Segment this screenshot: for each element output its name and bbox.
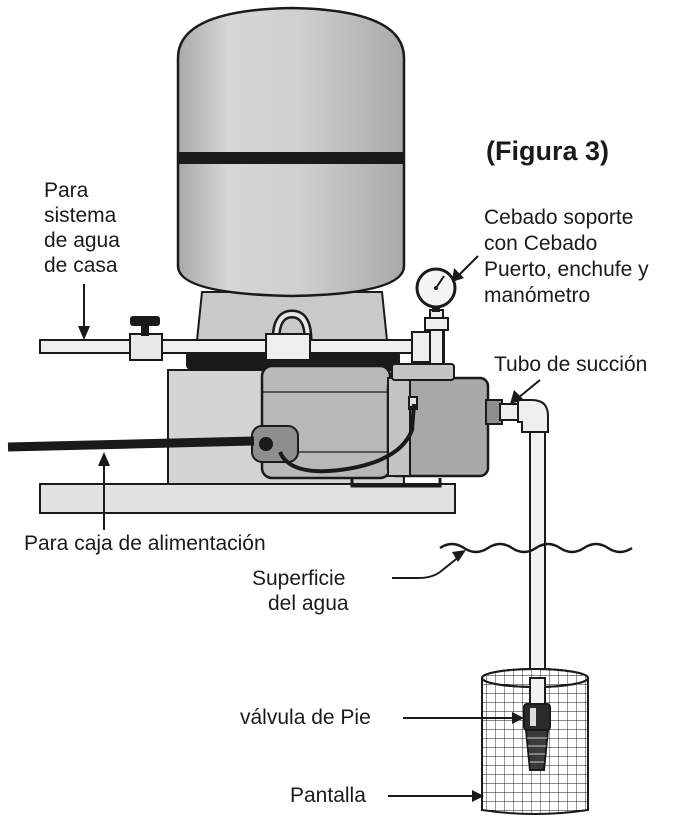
figure-title: (Figura 3) <box>486 136 610 166</box>
house-supply-label-line-4: de casa <box>44 254 118 277</box>
motor-end-cap <box>251 425 299 463</box>
platform-base <box>39 483 456 514</box>
foot-valve <box>523 703 551 731</box>
house-supply-label-line-3: de agua <box>44 229 120 252</box>
suction-elbow <box>517 399 549 433</box>
priming-label-line-1: Cebado soporte <box>484 206 634 229</box>
power-box-label: Para caja de alimentación <box>24 532 266 555</box>
power-cord <box>7 436 255 452</box>
screen-label: Pantalla <box>290 784 366 807</box>
motor-wire <box>278 403 416 474</box>
priming-label-line-2: con Cebado <box>484 232 598 255</box>
water-surface-waves <box>439 542 633 554</box>
tank-band <box>178 152 404 164</box>
priming-label-line-4: manómetro <box>484 284 591 307</box>
leader-arrowheads <box>78 268 524 802</box>
house-supply-label-line-2: sistema <box>44 204 117 227</box>
priming-label-line-3: Puerto, enchufe y <box>484 258 649 281</box>
house-supply-label-line-1: Para <box>44 179 89 202</box>
leader-lines <box>83 255 541 797</box>
suction-pipe <box>529 431 546 703</box>
gate-valve <box>129 333 163 361</box>
water-surface-label-line-1: Superficie <box>252 567 346 590</box>
suction-pipe-label: Tubo de succión <box>494 353 648 376</box>
valve-handle <box>130 316 160 326</box>
foot-valve-label: válvula de Pie <box>240 706 371 729</box>
water-surface-label-line-2: del agua <box>268 592 349 615</box>
pipe-union <box>265 333 311 361</box>
house-supply-pipe <box>39 339 433 354</box>
